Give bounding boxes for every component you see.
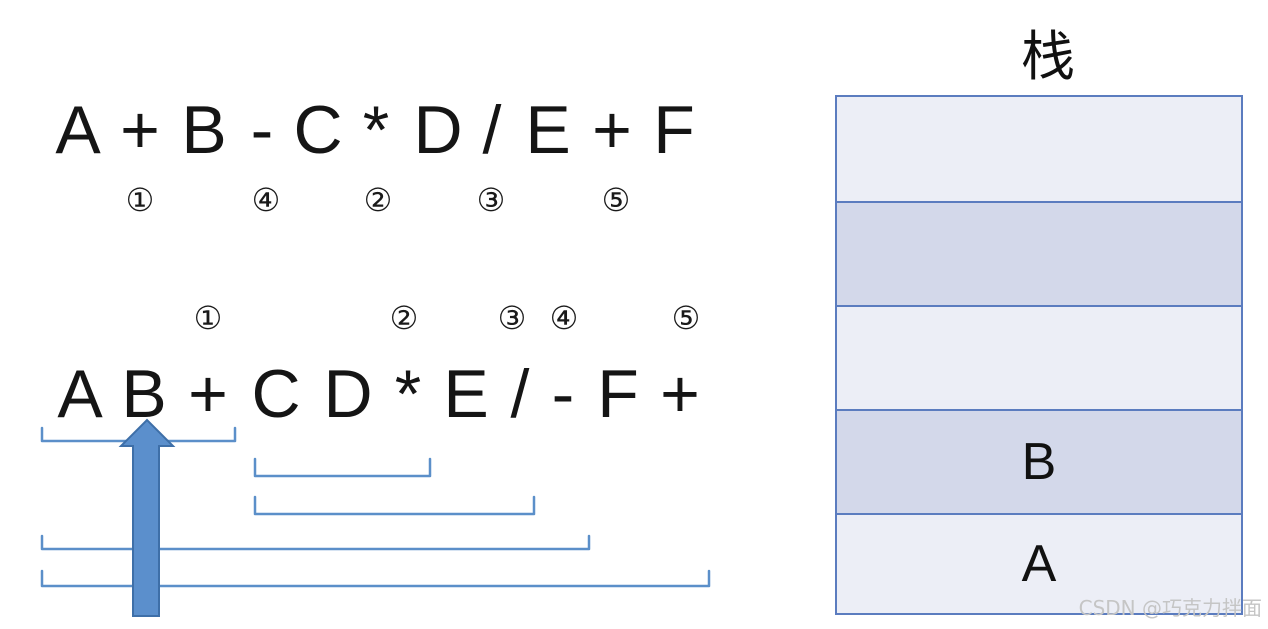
order-marker: ⑤ bbox=[671, 299, 701, 337]
infix-token: / bbox=[482, 92, 502, 168]
order-marker: ② bbox=[363, 181, 393, 219]
infix-token: A bbox=[55, 92, 101, 168]
postfix-token: - bbox=[551, 356, 575, 432]
stack-cell bbox=[837, 305, 1241, 409]
scan-pointer-arrow bbox=[118, 418, 176, 617]
postfix-token: * bbox=[394, 356, 422, 432]
stack-cell-bottom: A bbox=[837, 513, 1241, 613]
stack-cell bbox=[837, 201, 1241, 305]
stack-title: 栈 bbox=[1021, 25, 1075, 88]
postfix-token: + bbox=[660, 356, 700, 432]
postfix-token: + bbox=[188, 356, 228, 432]
order-marker: ② bbox=[389, 299, 419, 337]
order-marker: ④ bbox=[251, 181, 281, 219]
infix-token: - bbox=[250, 92, 274, 168]
postfix-token: D bbox=[323, 356, 373, 432]
postfix-token: B bbox=[121, 356, 167, 432]
stack-cell: B bbox=[837, 409, 1241, 513]
infix-token: E bbox=[525, 92, 571, 168]
infix-token: D bbox=[413, 92, 463, 168]
bracket-layer bbox=[40, 418, 711, 617]
postfix-token: E bbox=[443, 356, 489, 432]
order-marker: ④ bbox=[549, 299, 579, 337]
stack-cell-top bbox=[837, 97, 1241, 201]
postfix-token: C bbox=[251, 356, 301, 432]
postfix-token: F bbox=[597, 356, 639, 432]
order-marker: ① bbox=[193, 299, 223, 337]
order-marker: ⑤ bbox=[601, 181, 631, 219]
bracket-minus-subexpr bbox=[40, 534, 591, 551]
infix-token: + bbox=[592, 92, 632, 168]
watermark: CSDN @巧克力拌面 bbox=[1078, 596, 1262, 620]
order-marker: ③ bbox=[476, 181, 506, 219]
infix-token: * bbox=[362, 92, 390, 168]
order-marker: ③ bbox=[497, 299, 527, 337]
infix-token: F bbox=[653, 92, 695, 168]
order-marker: ① bbox=[125, 181, 155, 219]
postfix-token: / bbox=[510, 356, 530, 432]
infix-token: C bbox=[293, 92, 343, 168]
infix-token: B bbox=[181, 92, 227, 168]
stack: B A bbox=[835, 95, 1243, 615]
infix-token: + bbox=[120, 92, 160, 168]
bracket-cd-times-e-div bbox=[253, 495, 536, 516]
postfix-token: A bbox=[57, 356, 103, 432]
bracket-whole-expression bbox=[40, 569, 711, 588]
bracket-cd-times bbox=[253, 457, 432, 478]
